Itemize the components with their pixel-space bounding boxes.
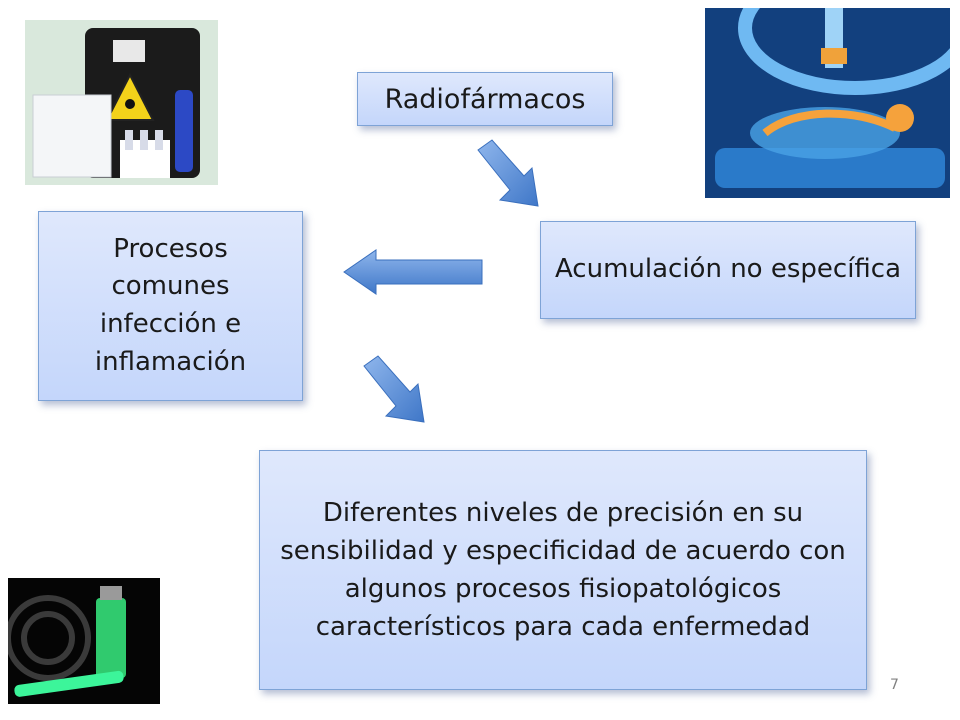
glowing-vial-syringe-photo <box>8 578 160 704</box>
page-number: 7 <box>890 677 899 693</box>
diferentes-label: Diferentes niveles de precisión en su se… <box>280 497 846 643</box>
diferentes-box: Diferentes niveles de precisión en su se… <box>259 450 867 690</box>
arrow-left <box>343 249 483 295</box>
radioactive-kit-photo <box>25 20 218 185</box>
acumulacion-label: Acumulación no específica <box>554 254 902 285</box>
procesos-box: Procesos comunes infección e inflamación <box>38 211 303 401</box>
arrow-down-right-1 <box>477 139 539 207</box>
radiofarmacos-box: Radiofármacos <box>357 72 613 126</box>
procesos-label: Procesos comunes infección e inflamación <box>94 233 247 377</box>
nuclear-scan-xray-photo <box>705 8 950 198</box>
radiofarmacos-label: Radiofármacos <box>384 83 586 115</box>
acumulacion-box: Acumulación no específica <box>540 221 916 319</box>
arrow-down-right-2 <box>363 355 425 423</box>
